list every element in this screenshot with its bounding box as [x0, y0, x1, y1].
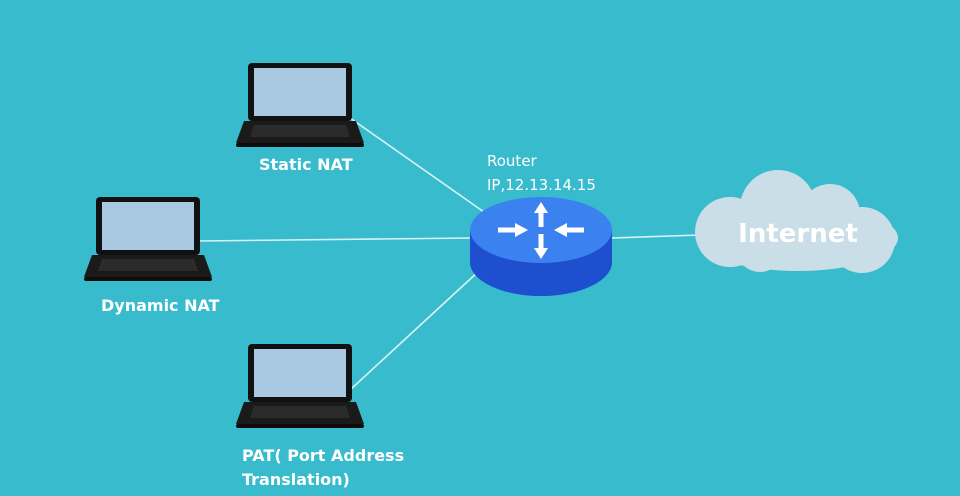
arrow-icon [498, 202, 584, 259]
label-pat-line1: PAT( Port Address [242, 446, 405, 465]
link-static-nat [349, 117, 485, 213]
link-pat [349, 269, 481, 391]
link-dynamic-nat [197, 237, 473, 242]
laptop-icon-pat [236, 344, 364, 428]
label-pat-line2: Translation) [242, 470, 350, 489]
label-dynamic-nat: Dynamic NAT [101, 296, 220, 315]
label-router-ip: IP,12.13.14.15 [487, 176, 596, 194]
label-static-nat: Static NAT [259, 155, 353, 174]
link-internet [611, 234, 701, 239]
cloud-icon [695, 170, 898, 273]
router-icon [470, 197, 612, 296]
label-internet: Internet [738, 219, 858, 249]
laptop-icon-static-nat [236, 63, 364, 147]
laptop-icon-dynamic-nat [84, 197, 212, 281]
label-router: Router [487, 152, 537, 170]
